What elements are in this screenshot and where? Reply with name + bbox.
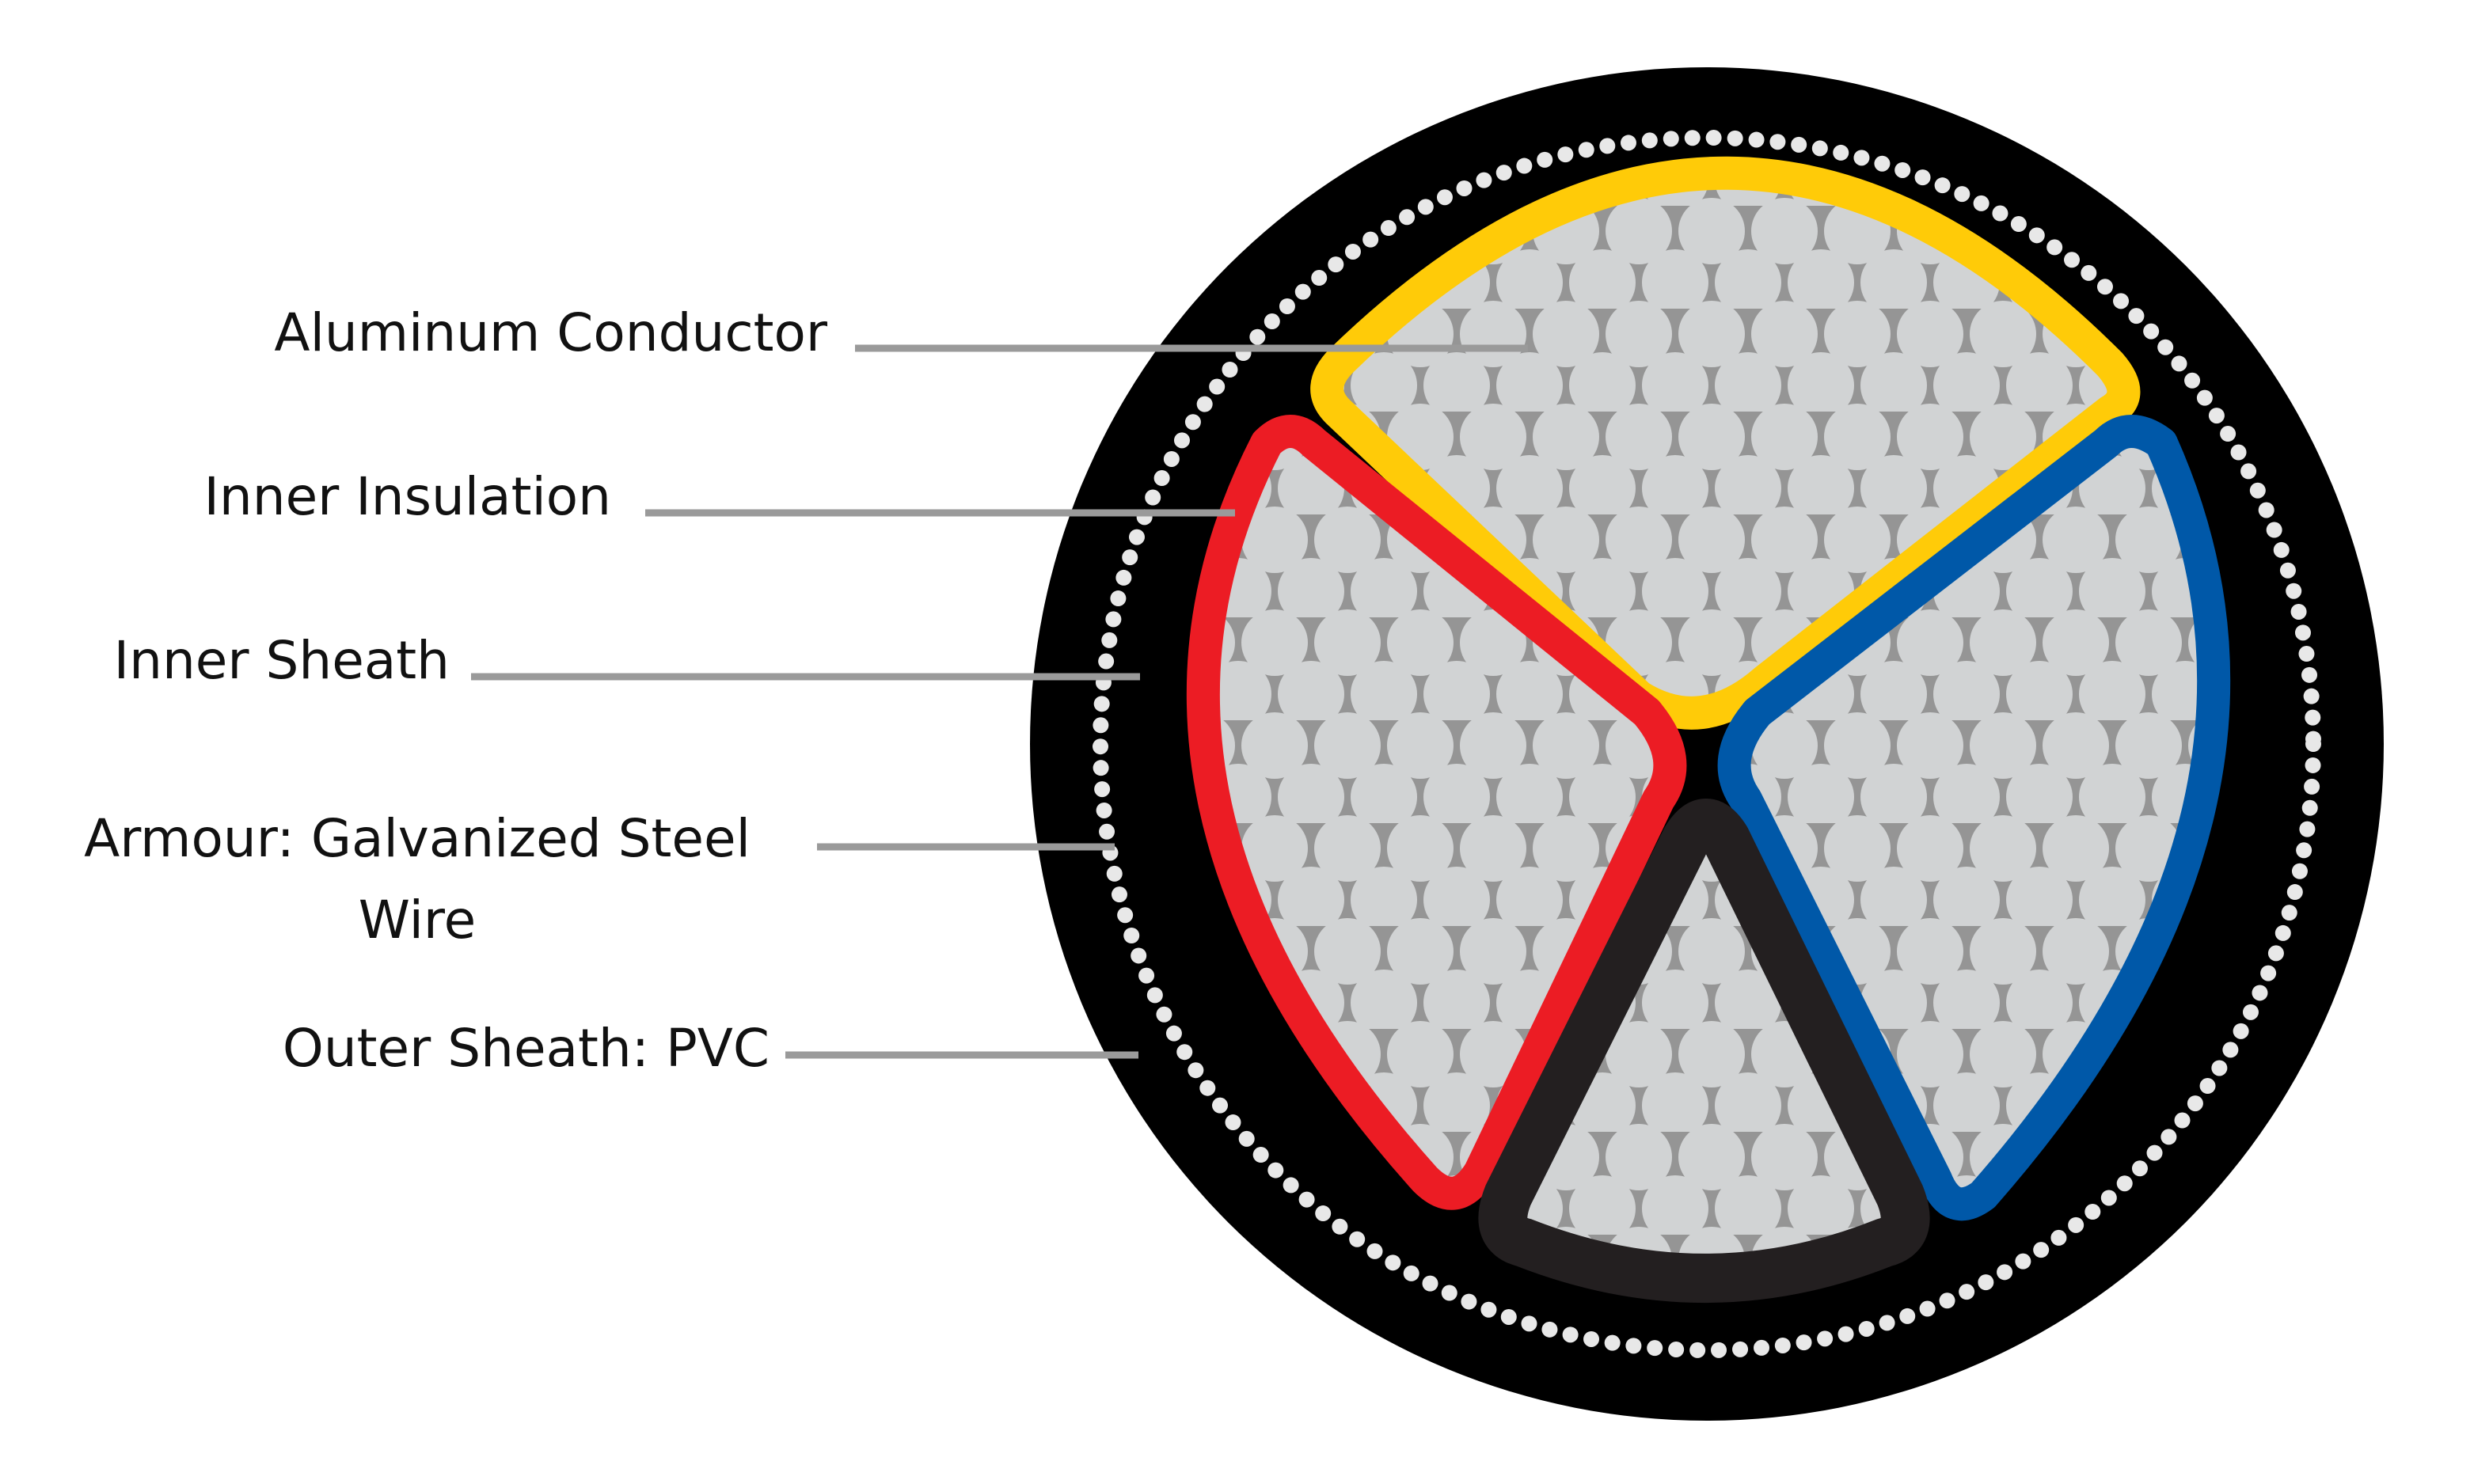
label-armour-line1: Armour: Galvanized Steel	[84, 808, 751, 869]
label-outer-sheath: Outer Sheath: PVC	[283, 1018, 770, 1079]
label-inner-sheath: Inner Sheath	[114, 630, 450, 691]
label-armour-line2: Wire	[359, 890, 476, 951]
armour-wire-ring	[1093, 130, 2321, 1358]
red-core	[1187, 415, 1687, 1210]
label-aluminum-conductor: Aluminum Conductor	[274, 302, 827, 363]
leader-lines	[471, 344, 1528, 1059]
blue-core	[1717, 415, 2231, 1221]
label-inner-insulation: Inner Insulation	[203, 466, 611, 527]
black-core	[1478, 799, 1930, 1303]
